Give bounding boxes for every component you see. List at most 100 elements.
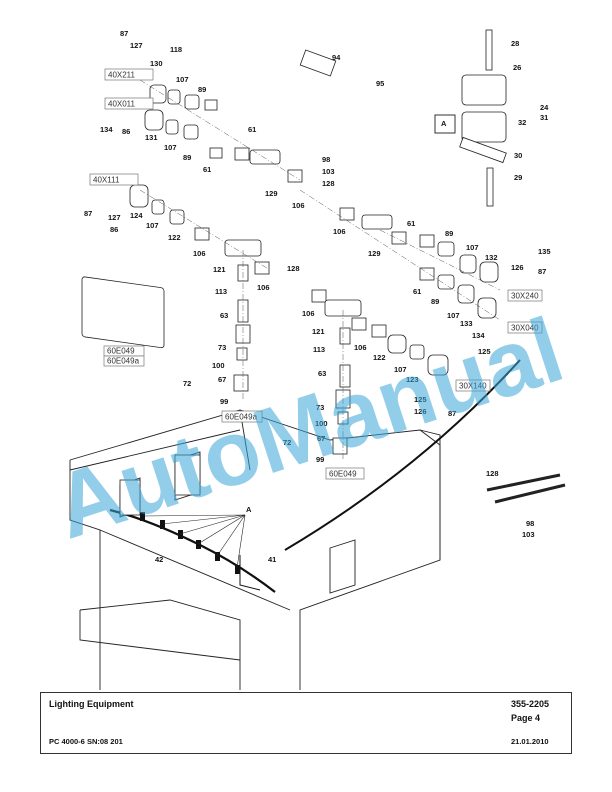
part-label: 31 (540, 113, 548, 122)
part-label: 26 (513, 63, 521, 72)
part-label: 61 (413, 287, 421, 296)
part-label: A (246, 505, 252, 514)
part-label: 32 (518, 118, 526, 127)
part-label: 113 (313, 345, 325, 354)
part-label: 129 (265, 189, 278, 198)
reference-box-label: 40X011 (108, 100, 136, 109)
part-label: 63 (318, 369, 326, 378)
connector-parts (81, 29, 507, 516)
part-label: 106 (333, 227, 346, 236)
reference-box-label: 30X040 (511, 324, 539, 333)
part-label: 106 (354, 343, 367, 352)
reference-box-label: 60E049a (107, 357, 140, 366)
drawing-title: Lighting Equipment (49, 699, 134, 709)
part-label: 89 (183, 153, 191, 162)
part-label: 61 (407, 219, 415, 228)
part-label: 106 (292, 201, 305, 210)
issue-date: 21.01.2010 (511, 737, 549, 746)
part-label: 107 (146, 221, 159, 230)
part-label: 125 (478, 347, 491, 356)
part-label: 87 (538, 267, 546, 276)
part-label: 87 (84, 209, 92, 218)
part-label: 99 (220, 397, 228, 406)
part-label: 131 (145, 133, 158, 142)
part-label: 63 (220, 311, 228, 320)
part-label: 128 (287, 264, 300, 273)
part-label: 95 (376, 79, 384, 88)
part-label: 128 (486, 469, 499, 478)
reference-box (455, 379, 491, 392)
reference-box (104, 68, 154, 81)
part-label: 89 (431, 297, 439, 306)
part-label: 87 (120, 29, 128, 38)
part-label: 122 (168, 233, 181, 242)
part-label: 100 (212, 361, 225, 370)
part-label: 129 (368, 249, 381, 258)
part-label: 30 (514, 151, 522, 160)
part-label: 86 (110, 225, 118, 234)
assembly-axes (139, 79, 501, 460)
part-label: 113 (215, 287, 227, 296)
part-label: 61 (203, 165, 211, 174)
reference-box-label: 40X211 (108, 71, 136, 80)
part-label: 107 (394, 365, 407, 374)
part-label: 122 (373, 353, 386, 362)
part-label: 106 (257, 283, 270, 292)
part-label: 98 (526, 519, 534, 528)
part-label: 107 (447, 311, 460, 320)
part-label: 89 (445, 229, 453, 238)
part-label: 127 (130, 41, 143, 50)
callout-a-frame (434, 114, 456, 134)
part-label: 134 (472, 331, 485, 340)
document-number: 355-2205 (511, 699, 550, 709)
part-label: 132 (485, 253, 498, 262)
part-label: 107 (176, 75, 189, 84)
part-label: 72 (183, 379, 191, 388)
part-label: 126 (414, 407, 427, 416)
part-label: 86 (122, 127, 130, 136)
part-label: 106 (302, 309, 315, 318)
page-number: Page 4 (511, 713, 541, 723)
part-label: 73 (316, 403, 324, 412)
part-label: 103 (522, 530, 535, 539)
part-label: 29 (514, 173, 522, 182)
part-label: 107 (164, 143, 177, 152)
part-label: 89 (198, 85, 206, 94)
reference-box-label: 60E049 (107, 347, 135, 356)
cable-detail (486, 473, 566, 504)
part-label: 135 (538, 247, 551, 256)
reference-box-label: 60E049 (329, 470, 357, 479)
callout-a-leaders (142, 514, 246, 569)
part-label: 126 (511, 263, 524, 272)
reference-box-label: 60E049a (225, 413, 258, 422)
reference-box (507, 321, 543, 334)
part-label: 127 (108, 213, 121, 222)
part-label: 125 (414, 395, 427, 404)
reference-box (325, 467, 365, 480)
model-serial: PC 4000-6 SN:08 201 (49, 737, 123, 746)
reference-box (103, 355, 145, 367)
reference-boxes: 40X21140X01140X11160E04960E049a60E049a60… (89, 68, 543, 480)
part-label: 72 (283, 438, 291, 447)
part-label: 107 (466, 243, 479, 252)
part-label: 99 (316, 455, 324, 464)
reference-box (104, 97, 154, 110)
part-label: 94 (332, 53, 341, 62)
reference-box-label: 40X111 (93, 176, 120, 185)
part-label: 24 (540, 103, 549, 112)
title-block: Lighting Equipment 355-2205 Page 4 PC 40… (40, 692, 572, 754)
part-label: 28 (511, 39, 519, 48)
part-label: 100 (315, 419, 328, 428)
part-label: 128 (322, 179, 335, 188)
part-label: 130 (150, 59, 163, 68)
reference-box-label: 30X140 (459, 382, 487, 391)
reference-box-label: 30X240 (511, 292, 539, 301)
part-label: 67 (317, 434, 325, 443)
part-label: 124 (130, 211, 143, 220)
part-label: 106 (193, 249, 206, 258)
reference-box (89, 173, 139, 186)
part-label: 134 (100, 125, 113, 134)
reference-box (221, 410, 263, 423)
